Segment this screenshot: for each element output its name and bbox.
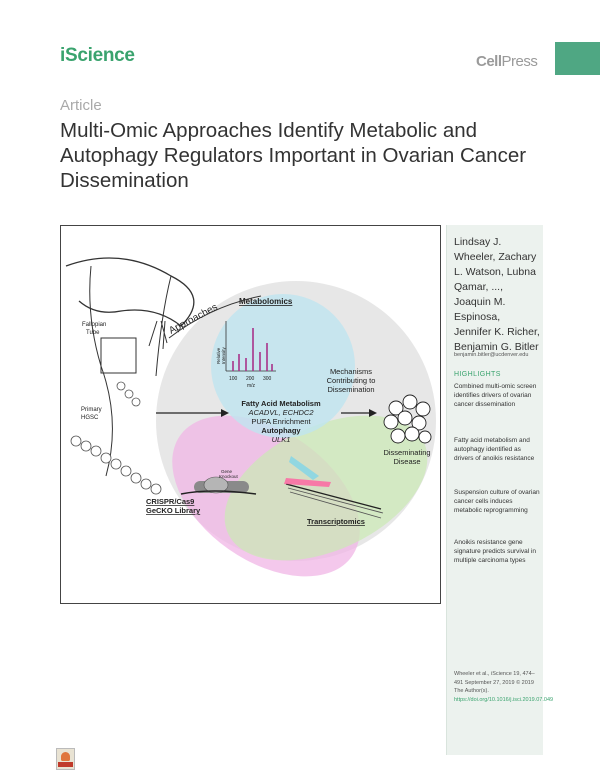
zoom-box — [100, 337, 137, 374]
transcriptomics-label: Transcriptomics — [307, 517, 365, 526]
highlight-item: Suspension culture of ovarian cancer cel… — [454, 489, 540, 514]
primary-label-2: HGSC — [81, 415, 99, 421]
crispr-line-1: CRISPR/Cas9 — [146, 497, 194, 506]
tick-100: 100 — [229, 376, 238, 382]
gene-knockout-line-2: Knockout — [219, 474, 239, 479]
metabolomics-label: Metabolomics — [239, 297, 293, 306]
journal-name: iScience — [60, 45, 135, 66]
logo-base — [58, 762, 73, 767]
transcript-line-1 — [285, 483, 382, 510]
transcript-highlight-2 — [289, 456, 319, 480]
graphical-abstract: 100 200 300 m/z Relative Intensity Metab… — [60, 225, 441, 604]
authors: Lindsay J. Wheeler, Zachary L. Watson, L… — [454, 236, 540, 353]
fallopian-label-2: Tube — [86, 330, 100, 336]
publisher-light: Press — [501, 53, 538, 70]
dna-strand — [180, 490, 257, 495]
highlight-item: Anoikis resistance gene signature predic… — [454, 539, 537, 564]
tick-300: 300 — [263, 376, 272, 382]
mechanisms-line-3: Dissemination — [327, 385, 374, 394]
metabolomics-circle — [211, 294, 355, 438]
logo-tree — [61, 752, 70, 761]
primary-label-1: Primary — [81, 407, 102, 413]
publisher-bold: Cell — [476, 53, 502, 70]
transcriptomics-circle — [224, 415, 428, 561]
mechanisms-line-1: Mechanisms — [330, 367, 372, 376]
highlight-item: Combined multi-omic screen identifies dr… — [454, 383, 537, 408]
citation-text: Wheeler et al., iScience 19, 474–491 Sep… — [454, 671, 535, 694]
article-type: Article — [60, 97, 102, 114]
center-line-1: Fatty Acid Metabolism — [241, 399, 321, 408]
gene-knockout-line-1: Gene — [221, 469, 233, 474]
graphical-abstract-figure: 100 200 300 m/z Relative Intensity Metab… — [65, 257, 436, 577]
citation: Wheeler et al., iScience 19, 474–491 Sep… — [454, 670, 554, 704]
cas9-lobe — [203, 476, 229, 494]
axis-y-label-2: Intensity — [221, 346, 226, 364]
center-line-5: ULK1 — [272, 435, 291, 444]
corresponding-email[interactable]: benjamin.bitler@ucdenver.edu — [454, 352, 529, 358]
approaches-arc — [168, 295, 262, 339]
fallopian-tube-drawing — [65, 257, 195, 327]
publisher-logo: CellPress — [476, 53, 538, 70]
disseminating-line-2: Disease — [393, 457, 420, 466]
center-line-3: PUFA Enrichment — [251, 417, 311, 426]
article-title: Multi-Omic Approaches Identify Metabolic… — [60, 119, 527, 192]
sidebar-panel — [446, 225, 543, 755]
elsevier-logo — [56, 748, 75, 770]
doi-link[interactable]: https://doi.org/10.1016/j.isci.2019.07.0… — [454, 696, 554, 703]
left-arrowhead — [221, 409, 229, 417]
transcript-highlight — [284, 478, 331, 487]
axis-x-label: m/z — [247, 383, 256, 389]
center-line-2: ACADVL, ECHDC2 — [247, 408, 314, 417]
spectrum-peaks — [232, 328, 273, 371]
highlights-title: HIGHLIGHTS — [454, 371, 501, 378]
axis-y-label-1: Relative — [216, 347, 221, 364]
fimbriae-drawing — [148, 275, 172, 377]
disseminating-cell-cluster — [383, 394, 432, 444]
primary-tumor-cells — [70, 381, 162, 495]
crispr-line-2: GeCKO Library — [146, 506, 201, 515]
journal-color-tab — [555, 42, 600, 75]
fallopian-label-1: Fallopian — [82, 322, 106, 328]
transcript-line-2 — [287, 487, 384, 514]
transcript-line-3 — [289, 491, 382, 519]
disseminating-line-1: Disseminating — [383, 448, 430, 457]
center-line-4: Autophagy — [261, 426, 301, 435]
right-arrowhead — [369, 409, 377, 417]
mechanisms-line-2: Contributing to — [327, 376, 376, 385]
tick-200: 200 — [246, 376, 255, 382]
highlight-item: Fatty acid metabolism and autophagy iden… — [454, 437, 535, 462]
